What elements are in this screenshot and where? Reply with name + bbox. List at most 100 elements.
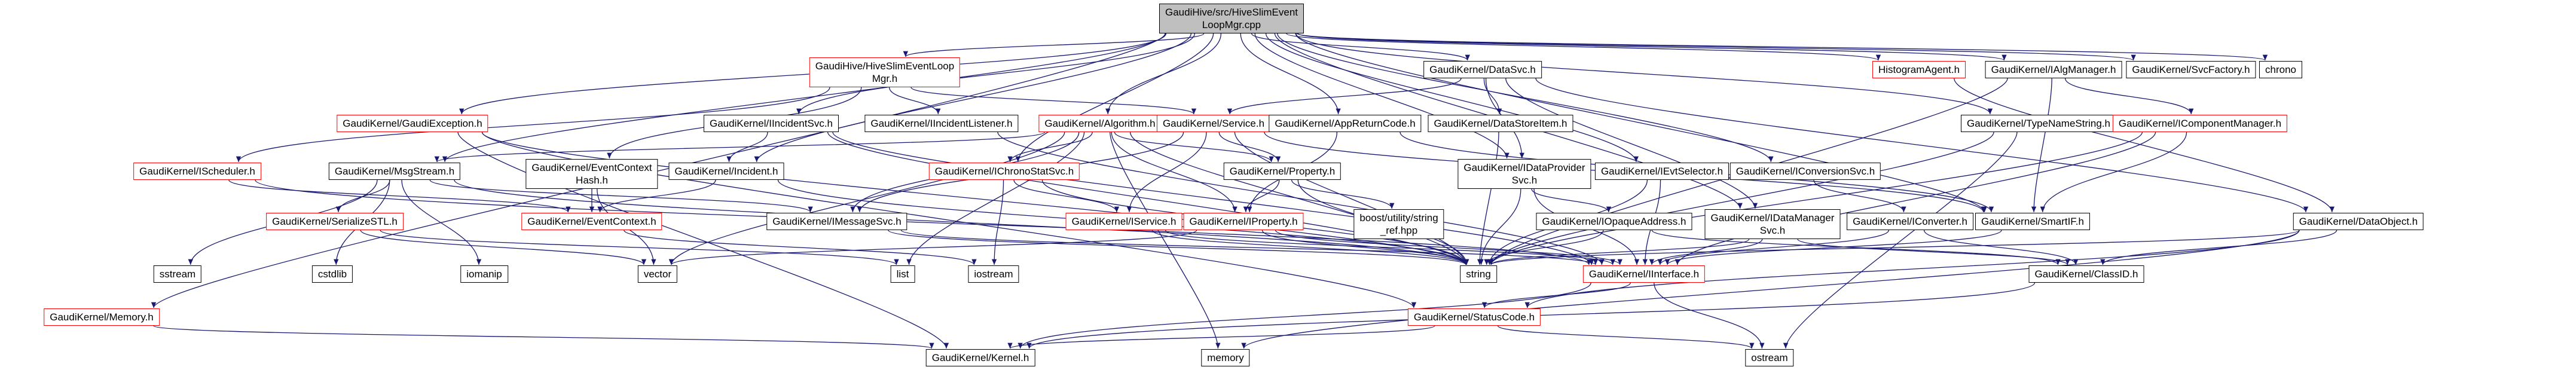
graph-node-dataobject[interactable]: GaudiKernel/DataObject.h bbox=[2293, 213, 2424, 230]
graph-edge-eventcontext--iostream bbox=[624, 230, 977, 265]
graph-node-iproperty[interactable]: GaudiKernel/IProperty.h bbox=[1183, 213, 1304, 230]
graph-edge-serializestl--list bbox=[380, 230, 899, 265]
graph-node-iomanip[interactable]: iomanip bbox=[460, 265, 508, 283]
graph-edge-idatamanagersvc--classid bbox=[1797, 239, 2070, 265]
graph-node-sstream[interactable]: sstream bbox=[153, 265, 202, 283]
graph-edge-datastoreitem--string bbox=[1477, 132, 1499, 265]
graph-node-msgstream[interactable]: GaudiKernel/MsgStream.h bbox=[328, 163, 461, 180]
graph-node-idataprovidersvc[interactable]: GaudiKernel/IDataProvider Svc.h bbox=[1457, 159, 1591, 189]
graph-edge-root--msgstream bbox=[442, 33, 1166, 163]
graph-node-histagent[interactable]: HistogramAgent.h bbox=[1872, 61, 1966, 78]
graph-edge-iopaqueaddress--string bbox=[1484, 230, 1604, 265]
graph-node-idatamanagersvc[interactable]: GaudiKernel/IDataManager Svc.h bbox=[1704, 209, 1841, 239]
graph-node-memory-std[interactable]: memory bbox=[1201, 349, 1250, 366]
graph-edge-algorithm--list bbox=[906, 132, 1085, 265]
graph-edge-ischeduler--eventcontext bbox=[228, 179, 571, 213]
graph-edge-histagent--dataobject bbox=[1954, 78, 2334, 213]
graph-node-vector[interactable]: vector bbox=[637, 265, 678, 283]
graph-edge-icomponentmanager--iinterface bbox=[1674, 132, 2156, 265]
graph-node-boost-string-ref[interactable]: boost/utility/string _ref.hpp bbox=[1353, 209, 1444, 239]
graph-edge-typenamestring--string bbox=[1488, 132, 1994, 265]
graph-node-iconversionsvc[interactable]: GaudiKernel/IConversionSvc.h bbox=[1729, 163, 1881, 180]
graph-node-classid[interactable]: GaudiKernel/ClassID.h bbox=[2028, 265, 2144, 283]
graph-edge-service--property bbox=[1218, 132, 1281, 163]
graph-edge-dataobject--string bbox=[1489, 230, 2300, 265]
graph-edge-datasvc--service bbox=[1227, 78, 1462, 115]
graph-edge-iproperty--string bbox=[1261, 230, 1469, 265]
graph-edge-property--boost-string-ref bbox=[1291, 179, 1395, 209]
graph-node-datasvc[interactable]: GaudiKernel/DataSvc.h bbox=[1423, 61, 1542, 78]
graph-edge-ichronostatsvc--iservice bbox=[1013, 179, 1120, 213]
graph-edge-iconversionsvc--iconverter bbox=[1813, 179, 1906, 213]
graph-edge-root--svcfactory bbox=[1297, 33, 2136, 61]
graph-node-list[interactable]: list bbox=[890, 265, 915, 283]
graph-edge-imessagesvc--iinterface bbox=[900, 230, 1598, 265]
graph-node-iservice[interactable]: GaudiKernel/IService.h bbox=[1065, 213, 1182, 230]
graph-edge-root--incident bbox=[754, 33, 1192, 163]
graph-node-icomponentmanager[interactable]: GaudiKernel/IComponentManager.h bbox=[2112, 115, 2288, 132]
graph-node-ievtselector[interactable]: GaudiKernel/IEvtSelector.h bbox=[1594, 163, 1729, 180]
graph-node-property[interactable]: GaudiKernel/Property.h bbox=[1223, 163, 1342, 180]
graph-node-eventcontext[interactable]: GaudiKernel/EventContext.h bbox=[521, 213, 662, 230]
graph-node-svcfactory[interactable]: GaudiKernel/SvcFactory.h bbox=[2126, 61, 2256, 78]
graph-node-iconverter[interactable]: GaudiKernel/IConverter.h bbox=[1847, 213, 1973, 230]
graph-edge-algorithm--iproperty bbox=[1111, 132, 1237, 213]
graph-node-hive-h[interactable]: GaudiHive/HiveSlimEventLoop Mgr.h bbox=[809, 57, 961, 87]
graph-node-datastoreitem[interactable]: GaudiKernel/DataStoreItem.h bbox=[1428, 115, 1573, 132]
graph-edge-serializestl--vector bbox=[360, 230, 647, 265]
graph-edge-incident--eventcontext bbox=[597, 179, 716, 213]
graph-edge-datasvc--datastoreitem bbox=[1483, 78, 1502, 115]
graph-node-ialgmanager[interactable]: GaudiKernel/IAlgManager.h bbox=[1985, 61, 2122, 78]
graph-node-serializestl[interactable]: GaudiKernel/SerializeSTL.h bbox=[266, 213, 404, 230]
graph-edge-algorithm--property bbox=[1114, 132, 1274, 163]
graph-edge-idataprovidersvc--string bbox=[1478, 188, 1521, 265]
graph-edge-hive-h--service bbox=[910, 87, 1196, 115]
graph-node-imessagesvc[interactable]: GaudiKernel/IMessageSvc.h bbox=[766, 213, 907, 230]
graph-node-iincidentsvc[interactable]: GaudiKernel/IIncidentSvc.h bbox=[703, 115, 839, 132]
graph-edge-dataobject--memory-std bbox=[1241, 230, 2300, 349]
graph-node-memory-h[interactable]: GaudiKernel/Memory.h bbox=[44, 308, 160, 326]
graph-edge-memory-h--kernel bbox=[153, 325, 934, 349]
graph-node-eventcontexthash[interactable]: GaudiKernel/EventContext Hash.h bbox=[525, 159, 658, 189]
graph-edge-gaudiexception--kernel bbox=[457, 132, 949, 349]
graph-edge-statuscode--ostream bbox=[1497, 325, 1755, 349]
graph-node-ichronostatsvc[interactable]: GaudiKernel/IChronoStatSvc.h bbox=[928, 163, 1080, 180]
graph-node-chrono[interactable]: chrono bbox=[2259, 61, 2302, 78]
graph-edge-algorithm--memory-std bbox=[1110, 132, 1221, 349]
graph-node-cstdlib[interactable]: cstdlib bbox=[311, 265, 353, 283]
graph-edge-iconverter--iinterface bbox=[1657, 230, 1890, 265]
graph-edge-imessagesvc--string bbox=[888, 230, 1468, 265]
graph-node-service[interactable]: GaudiKernel/Service.h bbox=[1156, 115, 1271, 132]
graph-edge-icomponentmanager--smartif bbox=[2040, 132, 2187, 213]
graph-node-typenamestring[interactable]: GaudiKernel/TypeNameString.h bbox=[1960, 115, 2117, 132]
graph-node-smartif[interactable]: GaudiKernel/SmartIF.h bbox=[1975, 213, 2090, 230]
graph-edge-iproperty--vector bbox=[669, 230, 1197, 265]
graph-edge-ischeduler--iinterface bbox=[255, 179, 1591, 265]
graph-node-statuscode[interactable]: GaudiKernel/StatusCode.h bbox=[1407, 308, 1541, 326]
graph-node-iopaqueaddress[interactable]: GaudiKernel/IOpaqueAddress.h bbox=[1536, 213, 1692, 230]
graph-edge-root--smartif bbox=[1295, 33, 1987, 213]
graph-edge-hive-h--iincidentlistener bbox=[888, 87, 941, 115]
graph-node-appreturncode[interactable]: GaudiKernel/AppReturnCode.h bbox=[1269, 115, 1422, 132]
graph-node-ostream[interactable]: ostream bbox=[1745, 349, 1794, 366]
graph-edge-typenamestring--ostream bbox=[1783, 132, 2018, 349]
graph-node-iinterface[interactable]: GaudiKernel/IInterface.h bbox=[1582, 265, 1706, 283]
graph-node-string[interactable]: string bbox=[1460, 265, 1497, 283]
graph-node-ischeduler[interactable]: GaudiKernel/IScheduler.h bbox=[133, 163, 261, 180]
graph-node-kernel[interactable]: GaudiKernel/Kernel.h bbox=[925, 349, 1035, 366]
graph-node-incident[interactable]: GaudiKernel/Incident.h bbox=[668, 163, 784, 180]
graph-node-gaudiexception[interactable]: GaudiKernel/GaudiException.h bbox=[337, 115, 488, 132]
graph-edge-datasvc--dataobject bbox=[1535, 78, 2309, 213]
graph-edge-iservice--iinterface bbox=[1165, 230, 1615, 265]
graph-node-algorithm[interactable]: GaudiKernel/Algorithm.h bbox=[1038, 115, 1162, 132]
graph-edge-msgstream--imessagesvc bbox=[429, 179, 813, 213]
graph-node-iostream[interactable]: iostream bbox=[968, 265, 1019, 283]
graph-edge-root--ievtselector bbox=[1265, 33, 1639, 163]
graph-node-iincidentlistener[interactable]: GaudiKernel/IIncidentListener.h bbox=[864, 115, 1019, 132]
graph-edge-msgstream--string bbox=[454, 179, 1468, 265]
graph-node-root[interactable]: GaudiHive/src/HiveSlimEvent LoopMgr.cpp bbox=[1159, 4, 1304, 33]
graph-edge-service--iservice bbox=[1126, 132, 1207, 213]
graph-edge-idataprovidersvc--iopaqueaddress bbox=[1531, 188, 1612, 213]
